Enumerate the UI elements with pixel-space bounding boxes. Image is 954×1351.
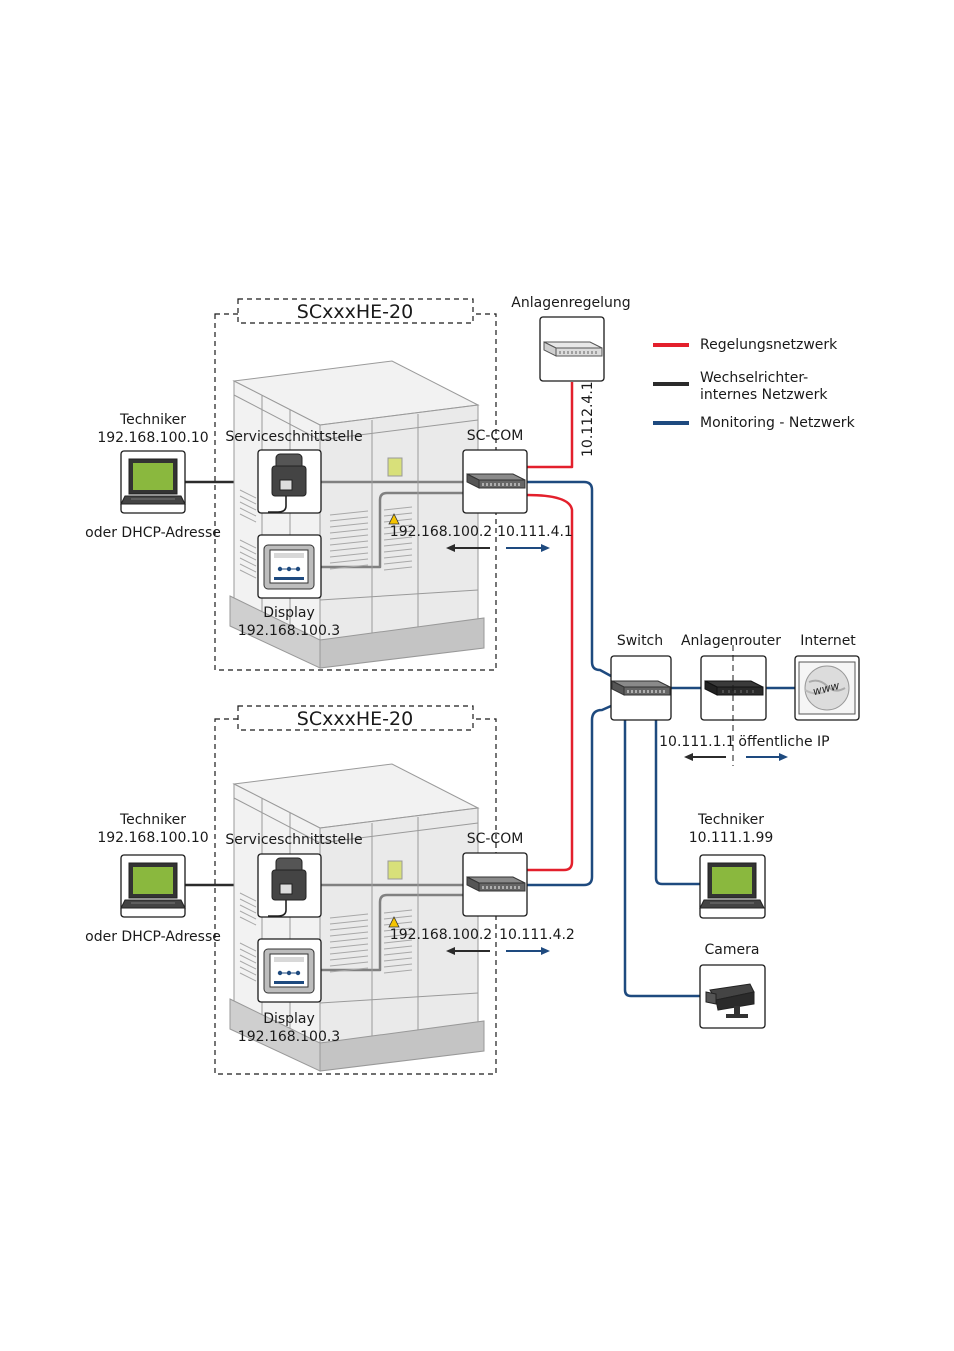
inverter-group-2: SCxxxHE-20 Techniker 192.168.100.10 ode — [85, 705, 575, 1075]
inverter-title-box — [237, 705, 474, 731]
display-label: Display — [263, 605, 315, 621]
inverter-title-box — [237, 298, 474, 324]
plant-control-label: Anlagenregelung — [511, 295, 630, 311]
internet-label: Internet — [800, 633, 856, 649]
router-ip: 10.111.1.1 — [659, 734, 735, 750]
sccom-device-icon — [466, 876, 526, 892]
router-label: Anlagenrouter — [681, 633, 781, 649]
technician-label: Techniker — [119, 812, 186, 828]
inverter-cabinet — [229, 763, 485, 1072]
router-right-arrow — [746, 753, 788, 761]
inverter-title: SCxxxHE-20 — [297, 301, 413, 323]
inverter-boundary — [214, 718, 497, 1075]
display-icon — [263, 948, 315, 994]
display-ip: 192.168.100.3 — [238, 1029, 340, 1045]
legend-control-label: Regelungsnetzwerk — [700, 337, 838, 353]
warning-icon — [388, 513, 400, 525]
network-technician-label: Techniker — [697, 812, 764, 828]
internal-direction-arrow — [446, 947, 490, 955]
legend-monitoring-label: Monitoring - Netzwerk — [700, 415, 856, 431]
plant-control-group: Anlagenregelung 10.112.4.1 — [511, 295, 630, 457]
sccom-monitoring-ip: 10.111.4.1 — [497, 524, 573, 540]
router-device-icon — [704, 680, 764, 696]
monitoring-direction-arrow — [506, 544, 550, 552]
switch-label: Switch — [617, 633, 663, 649]
sccom-device-icon — [466, 473, 526, 489]
technician-alt-address: oder DHCP-Adresse — [85, 525, 221, 541]
monitoring-line-technician — [654, 720, 700, 886]
legend-internal-label-2: internes Netzwerk — [700, 387, 828, 403]
camera-label: Camera — [705, 942, 760, 958]
technician-label: Techniker — [119, 412, 186, 428]
network-group: Switch Anlagenrouter Internet www 10.111… — [610, 633, 860, 1029]
display-icon — [263, 544, 315, 590]
technician-ip: 192.168.100.10 — [97, 430, 208, 446]
legend-internal-label-1: Wechselrichter- — [700, 370, 808, 386]
warning-icon — [388, 916, 400, 928]
laptop-icon — [120, 862, 186, 909]
technician-alt-address: oder DHCP-Adresse — [85, 929, 221, 945]
service-interface-label: Serviceschnittstelle — [225, 832, 362, 848]
display-ip: 192.168.100.3 — [238, 623, 340, 639]
plant-control-ip: 10.112.4.1 — [580, 381, 596, 457]
inverter-title: SCxxxHE-20 — [297, 708, 413, 730]
sccom-label: SC-COM — [467, 428, 524, 444]
inverter-cabinet — [229, 360, 485, 669]
technician-ip: 192.168.100.10 — [97, 830, 208, 846]
display-label: Display — [263, 1011, 315, 1027]
sccom-monitoring-ip: 10.111.4.2 — [499, 927, 575, 943]
monitoring-line-inverter-1 — [527, 480, 612, 678]
internet-www-text: www — [811, 679, 840, 698]
control-line-plant — [527, 382, 574, 469]
inverter-group-1: SCxxxHE-20 Techniker 192.168.100.10 — [85, 298, 573, 671]
network-technician-ip: 10.111.1.99 — [689, 830, 774, 846]
plant-control-device-icon — [543, 341, 603, 357]
legend: Regelungsnetzwerk Wechselrichter- intern… — [653, 337, 856, 431]
router-left-arrow — [684, 753, 726, 761]
public-ip-label: öffentliche IP — [738, 734, 829, 750]
monitoring-line-inverter-2 — [527, 704, 612, 887]
monitoring-direction-arrow — [506, 947, 550, 955]
control-line-inverter-1 — [526, 493, 574, 872]
internal-direction-arrow — [446, 544, 490, 552]
monitoring-line-camera — [623, 720, 700, 998]
switch-device-icon — [611, 680, 671, 696]
laptop-icon — [120, 458, 186, 505]
service-interface-label: Serviceschnittstelle — [225, 429, 362, 445]
laptop-icon — [699, 862, 765, 909]
sccom-internal-ip: 192.168.100.2 — [390, 524, 492, 540]
sccom-internal-ip: 192.168.100.2 — [390, 927, 492, 943]
sccom-label: SC-COM — [467, 831, 524, 847]
